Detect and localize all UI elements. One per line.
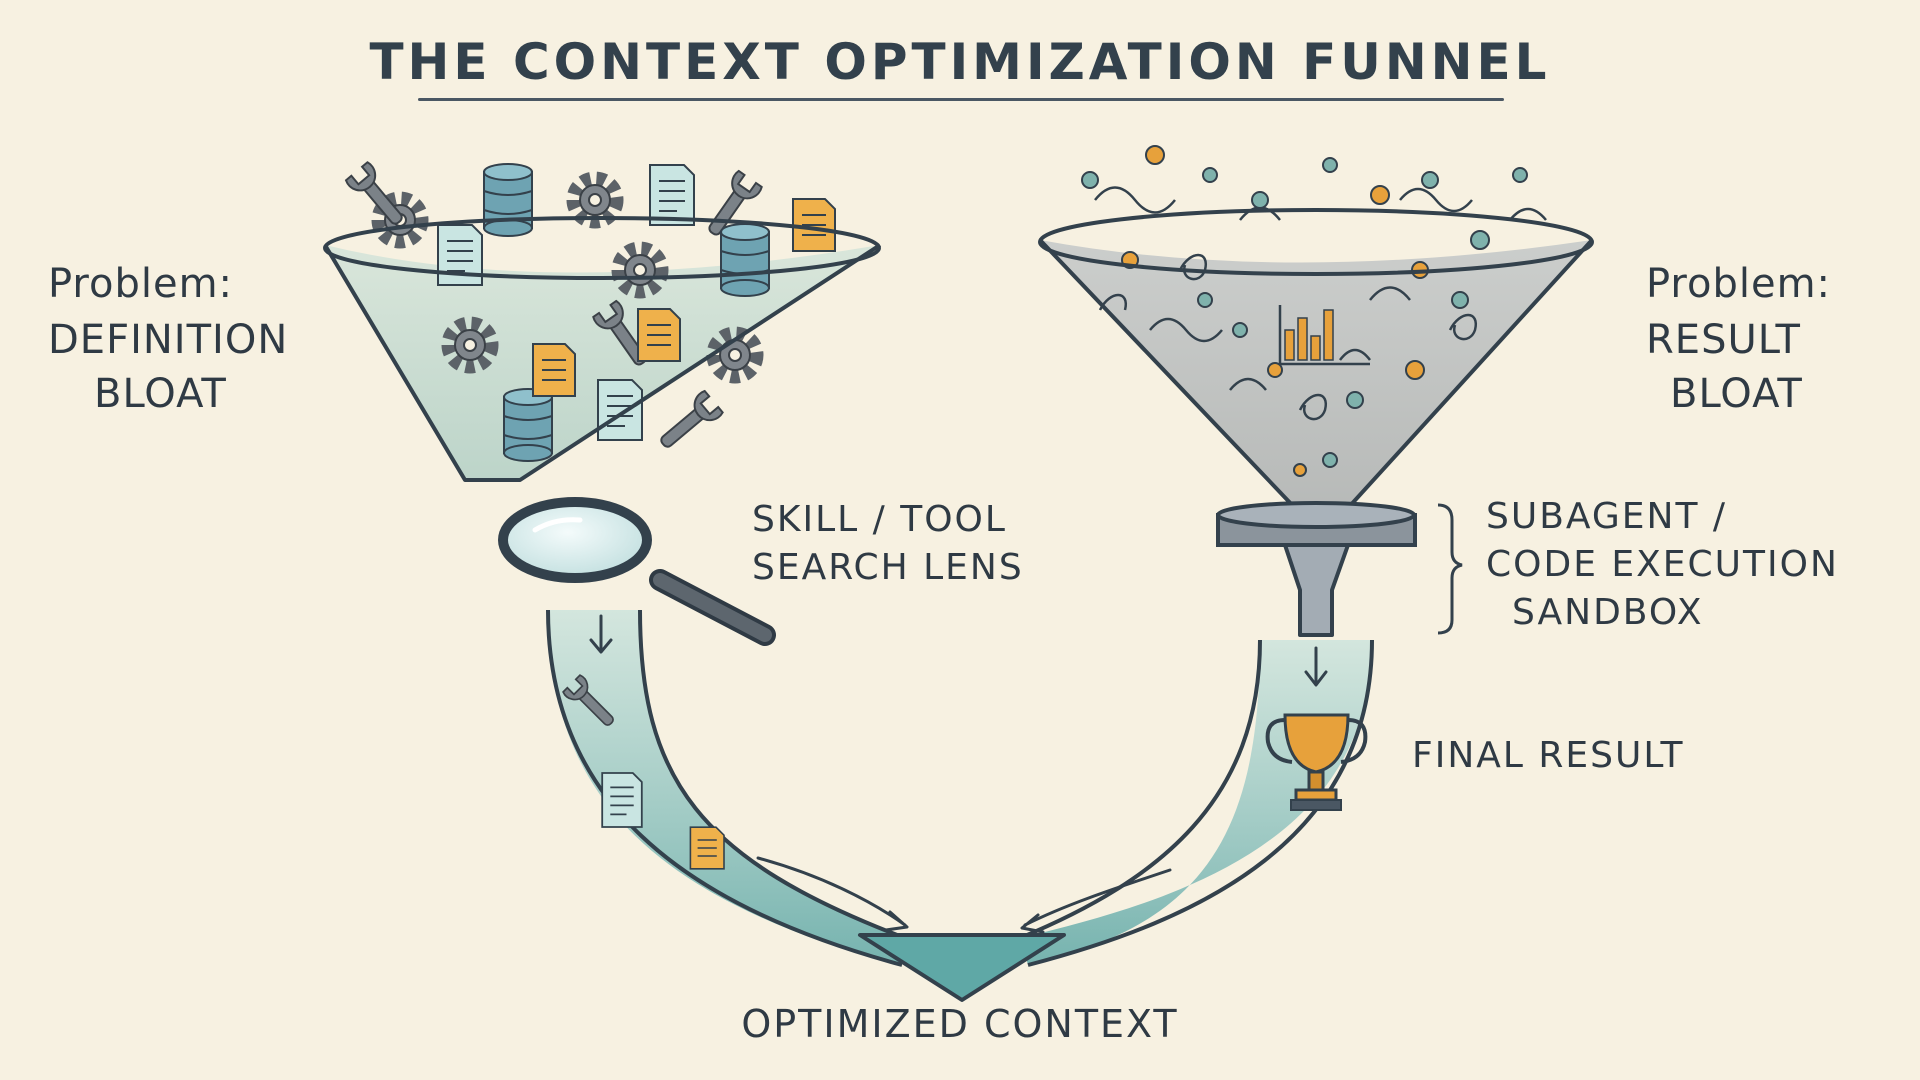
diagram-title: THE CONTEXT OPTIMIZATION FUNNEL <box>369 33 1551 91</box>
left-problem-prefix: Problem: <box>48 261 234 307</box>
trophy-icon <box>1265 713 1368 811</box>
magnifier-icon <box>498 497 776 646</box>
title-underline <box>418 98 1504 101</box>
arrow-icon <box>589 614 1328 934</box>
sandbox-label-line1: SUBAGENT / <box>1486 496 1728 537</box>
sandbox-label-line3: SANDBOX <box>1512 592 1704 633</box>
right-problem-line2: BLOAT <box>1670 371 1803 417</box>
left-problem-line1: DEFINITION <box>48 317 289 363</box>
lens-label-line1: SKILL / TOOL <box>752 499 1007 540</box>
document-icon <box>601 772 643 828</box>
lens-label-line2: SEARCH LENS <box>752 547 1024 588</box>
sandbox-label-line2: CODE EXECUTION <box>1486 544 1839 585</box>
bracket-icon <box>1437 503 1463 635</box>
sandbox-collar <box>1216 501 1417 637</box>
left-flow-stream <box>546 609 906 967</box>
data-dots <box>1081 145 1528 477</box>
final-result-label: FINAL RESULT <box>1412 735 1685 776</box>
optimized-context-label: OPTIMIZED CONTEXT <box>741 1002 1179 1046</box>
right-problem-line1: RESULT <box>1646 317 1801 363</box>
folder-icon <box>689 826 725 870</box>
right-funnel <box>1038 145 1594 637</box>
left-funnel <box>323 160 882 482</box>
left-problem-line2: BLOAT <box>94 371 227 417</box>
bar-chart-icon <box>1278 305 1370 366</box>
output-arrow <box>858 933 1066 1002</box>
right-problem-prefix: Problem: <box>1646 261 1832 307</box>
